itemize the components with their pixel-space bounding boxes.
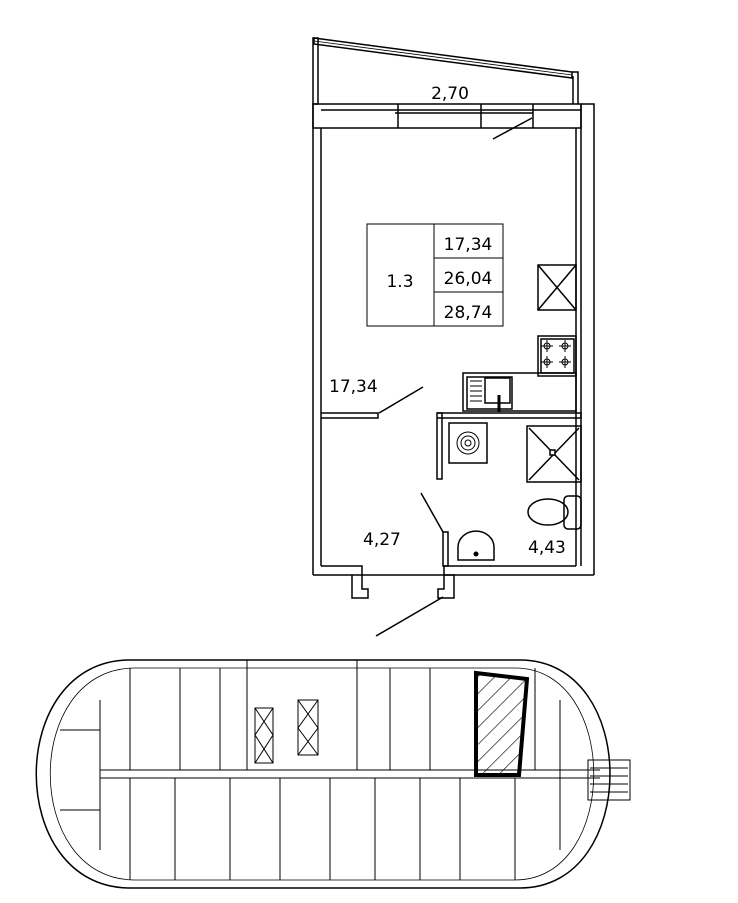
boiler-icon: [448, 422, 488, 464]
sink-icon: [466, 376, 513, 410]
highlighted-apartment: [474, 670, 530, 777]
bathroom-door: [420, 492, 449, 567]
washbasin-icon: [457, 530, 495, 561]
balcony: [312, 37, 579, 105]
living-area-value: 17,34: [444, 235, 493, 255]
bathroom-area-label: 4,43: [528, 538, 566, 558]
stove-icon: [537, 335, 577, 377]
partition-wall: [321, 386, 424, 419]
shower-icon: [526, 425, 582, 483]
toilet-icon: [527, 498, 569, 526]
area-table: [366, 223, 504, 327]
fridge-icon: [537, 264, 577, 311]
apartment-plan: [312, 37, 595, 637]
total-area-with-balcony-value: 28,74: [444, 303, 493, 323]
building-key-plan: [35, 659, 631, 889]
apartment-number: 1.3: [386, 272, 413, 292]
balcony-area-label: 2,70: [431, 84, 469, 104]
living-room-area-label: 17,34: [329, 377, 378, 397]
kitchen: [436, 264, 582, 561]
kitchen-counter: [462, 372, 577, 412]
window-wall: [312, 103, 582, 140]
hallway-area-label: 4,27: [363, 530, 401, 550]
total-area-value: 26,04: [444, 269, 493, 289]
